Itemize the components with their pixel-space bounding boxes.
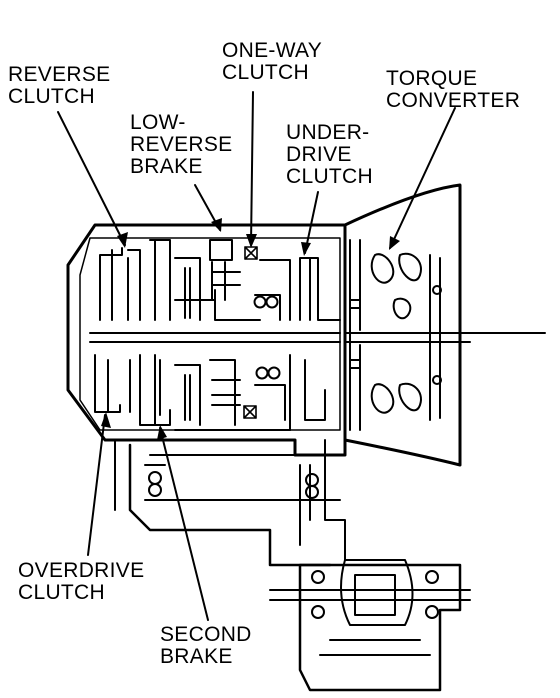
label-line: TORQUE (386, 67, 478, 90)
torque-converter (343, 183, 546, 467)
label-line: BRAKE (160, 645, 233, 668)
second-brake-leader (159, 427, 209, 621)
one-way-clutch-lower (243, 405, 257, 419)
label-line: CLUTCH (286, 165, 373, 188)
label-second-brake: SECOND BRAKE (160, 624, 252, 668)
one-way-clutch-upper (244, 246, 258, 260)
label-low-reverse-brake: LOW- REVERSE BRAKE (130, 112, 232, 178)
label-underdrive-clutch: UNDER- DRIVE CLUTCH (286, 122, 373, 188)
reverse-clutch-leader (57, 111, 126, 246)
leader-lines (57, 91, 456, 621)
differential (269, 559, 471, 692)
label-line: REVERSE (8, 63, 111, 86)
label-line: REVERSE (130, 133, 233, 156)
label-reverse-clutch: REVERSE CLUTCH (8, 64, 110, 108)
label-line: DRIVE (286, 143, 352, 166)
upper-clutch-pack (99, 239, 341, 321)
label-line: SECOND (160, 623, 252, 646)
torque-converter-leader (389, 107, 456, 249)
overdrive-clutch-leader (87, 414, 106, 556)
label-line: LOW- (130, 111, 186, 134)
label-line: BRAKE (130, 155, 203, 178)
label-overdrive-clutch: OVERDRIVE CLUTCH (18, 560, 144, 604)
label-line: CONVERTER (386, 89, 521, 112)
label-one-way-clutch: ONE-WAY CLUTCH (222, 40, 322, 84)
label-line: OVERDRIVE (18, 559, 145, 582)
center-shaft (89, 332, 341, 343)
label-line: CLUTCH (222, 61, 309, 84)
lower-clutch-pack (94, 354, 326, 431)
transmission-case (66, 223, 347, 457)
label-line: CLUTCH (18, 581, 105, 604)
label-torque-converter: TORQUE CONVERTER (386, 68, 520, 112)
transfer-assembly (114, 439, 346, 567)
label-line: CLUTCH (8, 85, 95, 108)
label-line: UNDER- (286, 121, 370, 144)
one-way-clutch-leader (250, 91, 254, 246)
label-line: ONE-WAY (222, 39, 323, 62)
leader-arrowheads (101, 218, 400, 440)
case-inner-wall (79, 237, 341, 431)
